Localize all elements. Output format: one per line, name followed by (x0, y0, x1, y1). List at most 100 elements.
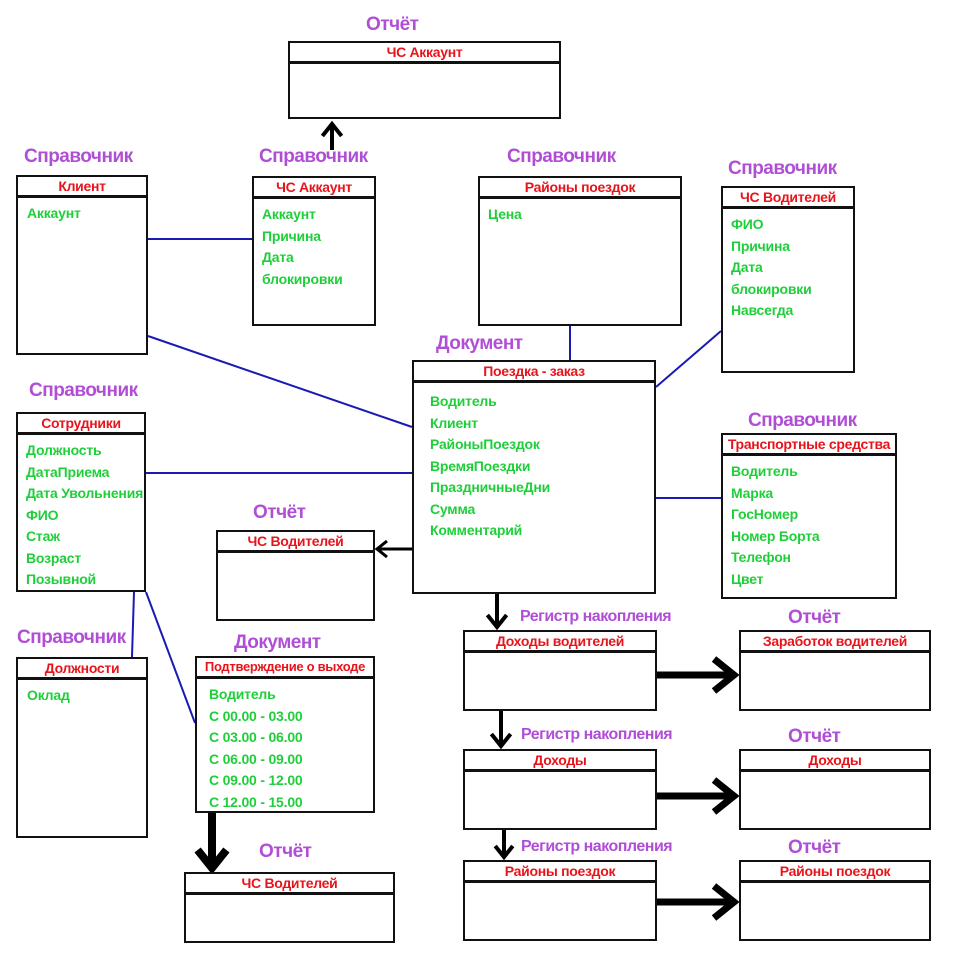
field-item: Цена (488, 206, 522, 222)
reg-income-field-list (465, 772, 655, 777)
catalog-trip-districts-kind-label: Справочник (507, 146, 616, 167)
field-item: Водитель (430, 393, 497, 409)
report-cs-drivers-2-entity-box[interactable]: ЧС Водителей (184, 872, 395, 943)
report-trip-districts-kind-label: Отчёт (788, 837, 841, 858)
reg-driver-income-field-list (465, 653, 655, 658)
reg-trip-districts-field-list (465, 883, 655, 888)
field-item: С 06.00 - 09.00 (209, 750, 303, 767)
field-item: блокировки (262, 270, 343, 287)
reg-trip-districts-entity-box[interactable]: Районы поездок (463, 860, 657, 941)
field-item: С 00.00 - 03.00 (209, 707, 303, 724)
field-item: Дата (262, 249, 294, 265)
field-item: Возраст (26, 549, 82, 566)
report-cs-drivers-1-title: ЧС Водителей (218, 532, 373, 553)
field-item: блокировки (731, 280, 812, 297)
report-income-field-list (741, 772, 929, 777)
arrow-trip-order-to-driver-income (485, 594, 509, 631)
field-item: РайоныПоездок (430, 436, 540, 452)
report-cs-drivers-1-entity-box[interactable]: ЧС Водителей (216, 530, 375, 621)
field-item: С 03.00 - 06.00 (209, 729, 303, 745)
field-item: Телефон (731, 549, 791, 565)
field-item: Номер Борта (731, 527, 820, 544)
report-income-kind-label: Отчёт (788, 726, 841, 747)
reg-income-entity-box[interactable]: Доходы (463, 749, 657, 830)
field-item: Водитель (209, 686, 276, 702)
reg-driver-income-title: Доходы водителей (465, 632, 655, 653)
report-trip-districts-title: Районы поездок (741, 862, 929, 883)
report-cs-drivers-2-field-list (186, 895, 393, 900)
arrow-trip-districts-to-report (657, 883, 740, 921)
field-item: Навсегда (731, 302, 794, 318)
field-item: Причина (731, 237, 790, 254)
report-trip-districts-field-list (741, 883, 929, 888)
field-item: ВремяПоездки (430, 457, 531, 474)
link-employees-positions (131, 591, 135, 658)
field-item: Цвет (731, 570, 764, 587)
catalog-trip-districts-field-list: Цена (480, 199, 680, 226)
field-item: Комментарий (430, 522, 523, 538)
field-item: С 12.00 - 15.00 (209, 793, 303, 810)
field-item: Дата (731, 259, 763, 275)
link-client-trip-order (147, 335, 413, 428)
field-item: С 09.00 - 12.00 (209, 772, 303, 788)
arrow-trip-order-to-report-cs-drivers (374, 539, 412, 559)
reg-driver-income-entity-box[interactable]: Доходы водителей (463, 630, 657, 711)
field-item: Клиент (430, 414, 478, 431)
field-item: ФИО (731, 216, 764, 232)
reg-trip-districts-title: Районы поездок (465, 862, 655, 883)
catalog-vehicles-title: Транспортные средства (723, 435, 895, 456)
field-item: Оклад (27, 687, 70, 703)
link-cs-drivers-trip-order (655, 330, 722, 388)
doc-shift-confirm-title: Подтверждение о выходе (197, 658, 373, 679)
field-item: Дата Увольнения (26, 485, 144, 501)
report-cs-drivers-1-field-list (218, 553, 373, 558)
catalog-client-field-list: Аккаунт (18, 198, 146, 225)
report-cs-drivers-1-kind-label: Отчёт (253, 502, 306, 523)
field-item: ДатаПриема (26, 463, 110, 480)
field-item: Позывной (26, 571, 96, 587)
field-item: ГосНомер (731, 506, 798, 522)
catalog-positions-field-list: Оклад (18, 680, 146, 707)
reg-income-kind-label: Регистр накопления (521, 726, 673, 743)
field-item: Аккаунт (262, 206, 316, 222)
doc-shift-confirm-field-list: Водитель С 00.00 - 03.00 С 03.00 - 06.00 С … (197, 679, 373, 813)
catalog-trip-districts-title: Районы поездок (480, 178, 680, 199)
field-item: ПраздничныеДни (430, 479, 551, 495)
report-driver-earnings-entity-box[interactable]: Заработок водителей (739, 630, 931, 711)
catalog-positions-title: Должности (18, 659, 146, 680)
arrow-cs-account-to-report (320, 120, 344, 150)
field-item: Марка (731, 484, 773, 501)
catalog-employees-kind-label: Справочник (29, 380, 138, 401)
catalog-vehicles-kind-label: Справочник (748, 410, 857, 431)
catalog-cs-account-title: ЧС Аккаунт (254, 178, 374, 199)
report-income-entity-box[interactable]: Доходы (739, 749, 931, 830)
field-item: Аккаунт (27, 205, 81, 221)
reg-income-title: Доходы (465, 751, 655, 772)
catalog-cs-drivers-title: ЧС Водителей (723, 188, 853, 209)
link-employees-shift-confirm (145, 591, 196, 724)
report-cs-account-entity-box[interactable]: ЧС Аккаунт (288, 41, 561, 119)
report-driver-earnings-kind-label: Отчёт (788, 607, 841, 628)
doc-trip-order-title: Поездка - заказ (414, 362, 654, 383)
report-trip-districts-entity-box[interactable]: Районы поездок (739, 860, 931, 941)
field-item: Причина (262, 227, 321, 244)
field-item: Водитель (731, 463, 798, 479)
report-cs-drivers-2-title: ЧС Водителей (186, 874, 393, 895)
report-driver-earnings-field-list (741, 653, 929, 658)
